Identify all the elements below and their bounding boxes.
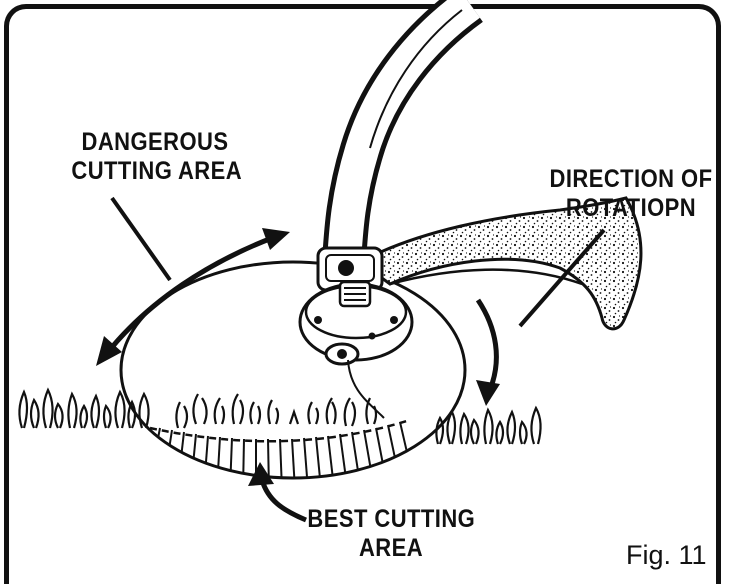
- trimmer-shaft: [322, 0, 484, 264]
- grass-inside: [175, 393, 378, 429]
- grass-left: [18, 387, 150, 429]
- trimmer-guard: [357, 196, 643, 331]
- dangerous-leader-line: [110, 196, 172, 282]
- dangerous-label-line-2: CUTTING AREA: [71, 157, 243, 185]
- best-cutting-area-label: BEST CUTTING AREA: [307, 505, 474, 563]
- best-label-line-1: BEST CUTTING: [307, 505, 476, 533]
- dangerous-area-label: DANGEROUS CUTTING AREA: [71, 128, 243, 186]
- trimmer-head: [298, 246, 414, 419]
- rotation-arrow: [475, 298, 500, 406]
- best-label-line-2: AREA: [358, 534, 424, 562]
- direction-label-line-1: DIRECTION OF: [549, 165, 713, 193]
- figure-caption: Fig. 11: [626, 540, 707, 570]
- rotation-direction-label: DIRECTION OF ROTATIOPN: [547, 165, 714, 223]
- cutting-swath: [119, 260, 467, 480]
- grass-right: [435, 405, 542, 445]
- dangerous-label-line-1: DANGEROUS: [81, 128, 229, 156]
- dangerous-area-arrow: [96, 228, 290, 366]
- direction-label-line-2: ROTATIOPN: [565, 194, 697, 222]
- best-area-arrow: [248, 462, 307, 523]
- figure-frame: [4, 4, 721, 584]
- rotation-leader-line: [518, 228, 606, 328]
